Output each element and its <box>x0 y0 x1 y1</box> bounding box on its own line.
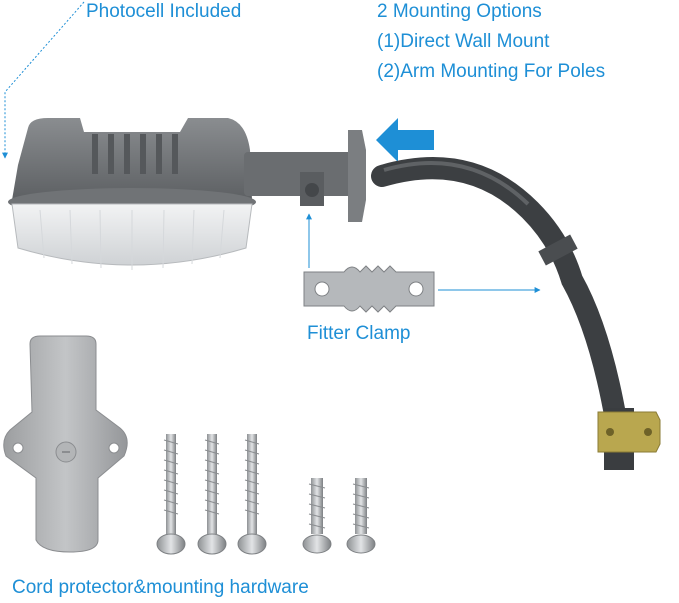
mounting-options-title: 2 Mounting Options <box>377 1 542 22</box>
fitter-clamp-callouts <box>306 213 541 293</box>
cord-protector-label: Cord protector&mounting hardware <box>12 577 309 598</box>
barn-light-fixture <box>8 118 366 270</box>
short-bolts <box>302 478 376 554</box>
cord-protector <box>3 335 128 553</box>
mounting-direction-arrow <box>376 118 434 162</box>
photocell-label: Photocell Included <box>86 1 242 22</box>
pole-mounting-arm <box>371 157 661 470</box>
fitter-clamp-label: Fitter Clamp <box>307 323 411 344</box>
mounting-option-wall: (1)Direct Wall Mount <box>377 31 550 52</box>
long-screws <box>156 434 267 555</box>
mounting-option-pole: (2)Arm Mounting For Poles <box>377 61 606 82</box>
fitter-clamp <box>303 265 435 313</box>
